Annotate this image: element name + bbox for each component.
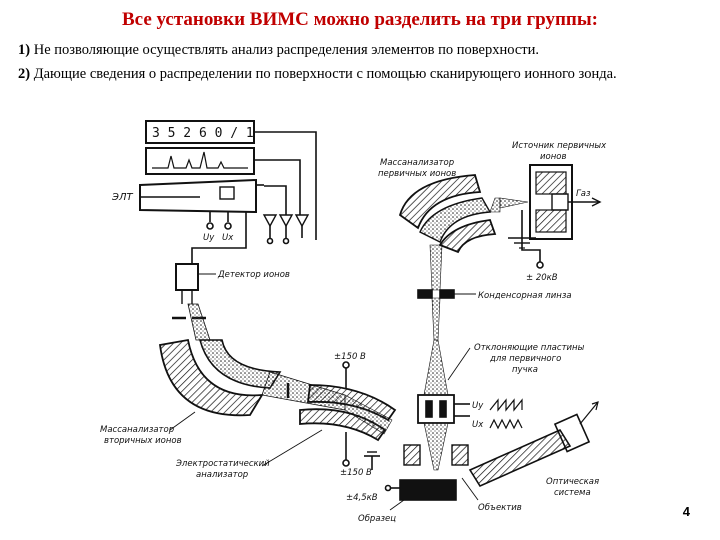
spectrum-display [145, 147, 255, 175]
crt-label: ЭЛТ [111, 192, 134, 203]
optical-system [468, 401, 599, 488]
secondary-mass-label-1: Массанализатор [100, 425, 174, 435]
sample-label: Образец [358, 514, 396, 524]
objective-lens [403, 422, 469, 471]
primary-mass-label-2: первичных ионов [378, 169, 456, 179]
primary-mass-analyzer [398, 174, 501, 254]
page-number: 4 [682, 504, 690, 519]
secondary-mass-analyzer [158, 303, 282, 417]
sample [389, 479, 457, 511]
point-2: 2) Дающие сведения о распределении по по… [18, 64, 702, 85]
electrostatic-label-1: Электростатический [175, 459, 270, 469]
primary-mass-label-1: Массанализатор [380, 158, 454, 168]
point-2-text: Дающие сведения о распределении по повер… [33, 66, 617, 82]
deflection-label-2: для первичного [489, 354, 561, 364]
crt-tube [139, 178, 264, 214]
slide-title: Все установки ВИМС можно разделить на тр… [121, 9, 599, 30]
deflection-label-1: Отклоняющие пластины [474, 343, 585, 353]
primary-source-label-2: ионов [540, 152, 567, 162]
point-1-number: 1) [18, 42, 31, 58]
voltage-45kv: ±4,5кВ [346, 493, 378, 503]
voltage-150-bottom: ±150 В [340, 468, 372, 478]
optical-label-1: Оптическая [546, 477, 599, 487]
crt-ux-label: Ux [222, 233, 234, 243]
primary-ion-source [529, 164, 602, 240]
point-2-number: 2) [18, 66, 31, 82]
primary-source-label-1: Источник первичных [512, 141, 607, 151]
electrostatic-label-2: анализатор [196, 470, 248, 480]
deflection-uy: Uy [472, 401, 484, 411]
counter-digits: 3 5 2 6 0 / 1 [152, 126, 254, 141]
deflection-label-3: пучка [512, 365, 538, 375]
voltage-20kv: ± 20кВ [526, 273, 558, 283]
deflection-ux: Ux [472, 420, 484, 430]
condenser-label: Конденсорная линза [478, 291, 572, 301]
point-1: 1) Не позволяющие осуществлять анализ ра… [18, 40, 702, 61]
secondary-mass-label-2: вторичных ионов [104, 436, 182, 446]
deflection-plates [417, 394, 455, 424]
gas-label: Газ [576, 189, 591, 199]
optical-label-2: система [554, 488, 591, 498]
point-1-text: Не позволяющие осуществлять анализ распр… [33, 42, 540, 58]
crt-uy-label: Uy [203, 233, 215, 243]
detector-label: Детектор ионов [217, 270, 290, 280]
electrostatic-analyzer [299, 384, 397, 442]
voltage-150-top: ±150 В [334, 352, 366, 362]
objective-label: Объектив [478, 503, 522, 513]
condenser-lens [417, 289, 455, 341]
counter-display: 3 5 2 6 0 / 1 [145, 120, 255, 144]
ion-detector [175, 263, 199, 304]
